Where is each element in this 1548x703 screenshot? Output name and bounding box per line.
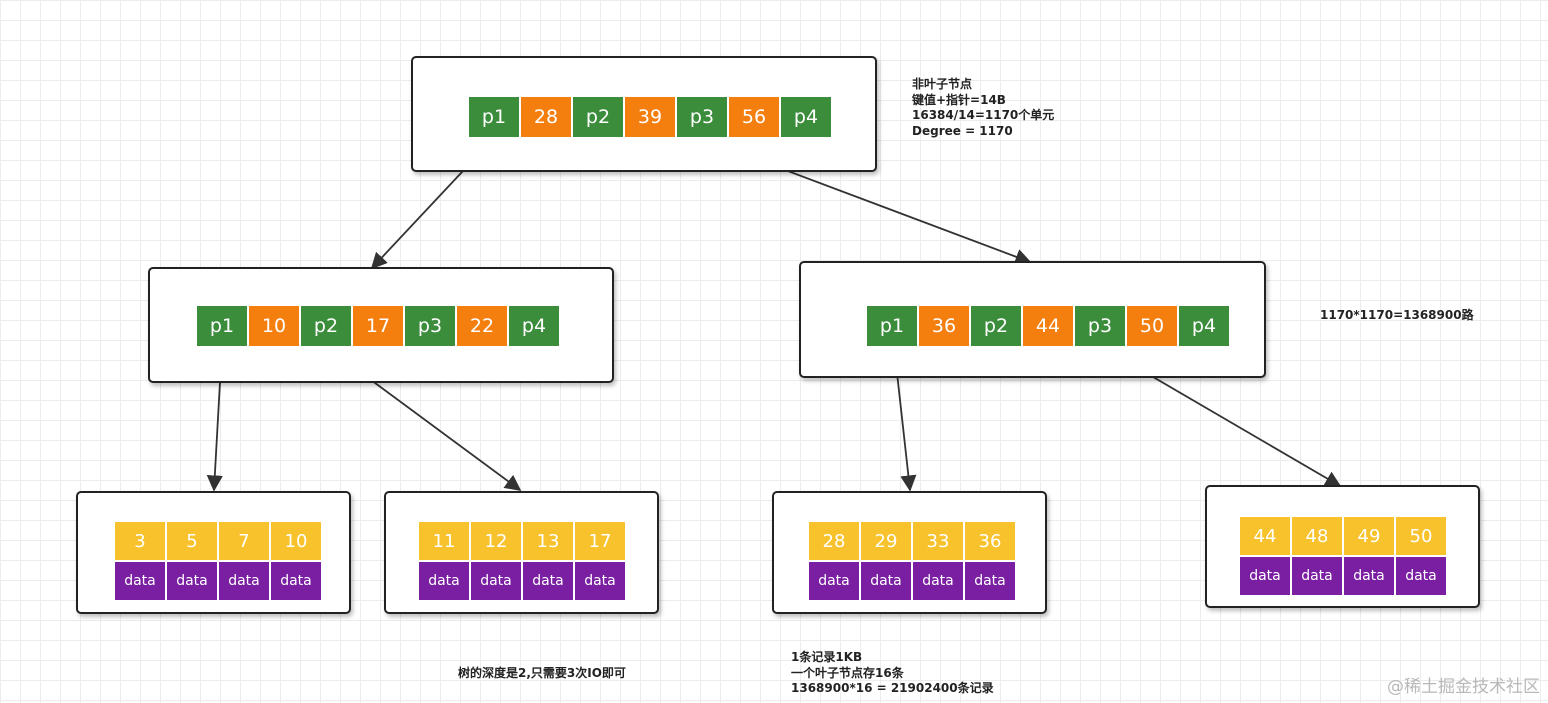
note-line: 非叶子节点 xyxy=(912,77,973,91)
leaf-key: 28 xyxy=(809,522,859,560)
leaf-data: data xyxy=(523,562,573,600)
mid-left-cell: p1 xyxy=(197,306,247,346)
leaf-data: data xyxy=(809,562,859,600)
note-records: 1条记录1KB 一个叶子节点存16条 1368900*16 = 21902400… xyxy=(791,650,994,697)
watermark: @稀土掘金技术社区 xyxy=(1387,677,1540,697)
note-line: 16384/14=1170个单元 xyxy=(912,108,1055,122)
leaf-key: 33 xyxy=(913,522,963,560)
mid-right-cell: p1 xyxy=(867,306,917,346)
mid-right-cell: 50 xyxy=(1127,306,1177,346)
leaf-cells-3: 28 29 33 36 data data data data xyxy=(809,522,1015,600)
leaf-data: data xyxy=(471,562,521,600)
leaf-data: data xyxy=(115,562,165,600)
mid-left-cell: p4 xyxy=(509,306,559,346)
leaf-key: 13 xyxy=(523,522,573,560)
leaf-cells-4: 44 48 49 50 data data data data xyxy=(1240,517,1446,595)
leaf-key: 11 xyxy=(419,522,469,560)
leaf-key: 7 xyxy=(219,522,269,560)
leaf-key: 48 xyxy=(1292,517,1342,555)
note-line: 键值+指针=14B xyxy=(912,92,1006,107)
mid-left-cell: 22 xyxy=(457,306,507,346)
root-cell: p1 xyxy=(469,97,519,137)
note-depth: 树的深度是2,只需要3次IO即可 xyxy=(458,666,626,680)
mid-right-cells: p1 36 p2 44 p3 50 p4 xyxy=(867,306,1229,346)
note-nonleaf: 非叶子节点 键值+指针=14B 16384/14=1170个单元 Degree … xyxy=(912,77,1054,139)
leaf-data: data xyxy=(167,562,217,600)
leaf-cells-2: 11 12 13 17 data data data data xyxy=(419,522,625,600)
leaf-key: 49 xyxy=(1344,517,1394,555)
leaf-data: data xyxy=(219,562,269,600)
mid-right-cell: 44 xyxy=(1023,306,1073,346)
mid-left-cell: 10 xyxy=(249,306,299,346)
note-paths: 1170*1170=1368900路 xyxy=(1320,308,1474,322)
leaf-data: data xyxy=(1344,557,1394,595)
note-line: 一个叶子节点存16条 xyxy=(791,665,904,680)
leaf-cells-1: 3 5 7 10 data data data data xyxy=(115,522,321,600)
mid-right-cell: p2 xyxy=(971,306,1021,346)
mid-right-cell: p4 xyxy=(1179,306,1229,346)
leaf-key: 10 xyxy=(271,522,321,560)
root-cell: 56 xyxy=(729,97,779,137)
leaf-key: 50 xyxy=(1396,517,1446,555)
mid-left-cell: 17 xyxy=(353,306,403,346)
leaf-key: 3 xyxy=(115,522,165,560)
root-cell: 39 xyxy=(625,97,675,137)
note-line: 1条记录1KB xyxy=(791,650,863,664)
leaf-data: data xyxy=(1240,557,1290,595)
root-cell: p2 xyxy=(573,97,623,137)
leaf-key: 12 xyxy=(471,522,521,560)
leaf-data: data xyxy=(913,562,963,600)
leaf-data: data xyxy=(419,562,469,600)
root-cell: p3 xyxy=(677,97,727,137)
mid-left-cells: p1 10 p2 17 p3 22 p4 xyxy=(197,306,559,346)
note-line: 1368900*16 = 21902400条记录 xyxy=(791,681,994,695)
mid-left-cell: p3 xyxy=(405,306,455,346)
leaf-key: 29 xyxy=(861,522,911,560)
root-cells: p1 28 p2 39 p3 56 p4 xyxy=(469,97,831,137)
leaf-data: data xyxy=(1396,557,1446,595)
leaf-data: data xyxy=(861,562,911,600)
mid-left-cell: p2 xyxy=(301,306,351,346)
leaf-data: data xyxy=(1292,557,1342,595)
note-line: Degree = 1170 xyxy=(912,123,1013,138)
leaf-key: 17 xyxy=(575,522,625,560)
root-cell: p4 xyxy=(781,97,831,137)
leaf-data: data xyxy=(965,562,1015,600)
leaf-data: data xyxy=(575,562,625,600)
leaf-key: 36 xyxy=(965,522,1015,560)
mid-right-cell: p3 xyxy=(1075,306,1125,346)
mid-right-cell: 36 xyxy=(919,306,969,346)
leaf-key: 44 xyxy=(1240,517,1290,555)
root-cell: 28 xyxy=(521,97,571,137)
leaf-key: 5 xyxy=(167,522,217,560)
leaf-data: data xyxy=(271,562,321,600)
